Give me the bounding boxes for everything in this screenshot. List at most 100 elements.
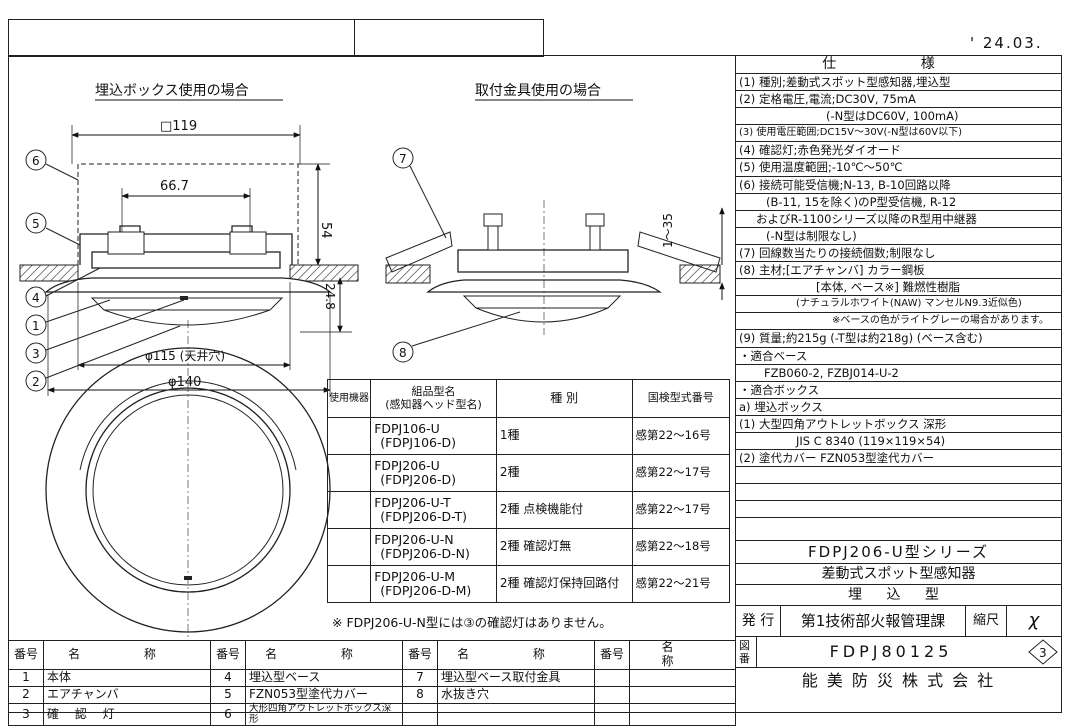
part-no: 5 xyxy=(210,685,246,704)
dim-screw-pitch: 66.7 xyxy=(160,179,189,194)
part-name: 確 認 灯 xyxy=(43,702,211,727)
spec-line: (-N型は制限なし) xyxy=(736,228,1061,245)
parts-h-no-2: 番号 xyxy=(210,640,246,670)
revision-date: ' 24.03. xyxy=(970,34,1043,52)
parts-h-name-1: 名 称 xyxy=(43,640,211,670)
callout-6: 6 xyxy=(25,149,79,181)
part-name: エアチャンバ xyxy=(43,685,211,704)
model-row: FDPJ206-U-N(FDPJ206-D-N)2種 確認灯無感第22〜18号 xyxy=(326,528,730,566)
parts-h-name-3: 名 称 xyxy=(437,640,595,670)
product-name: 差動式スポット型感知器 xyxy=(736,564,1061,585)
svg-text:5: 5 xyxy=(32,217,40,231)
head-name: (FDPJ106-D) xyxy=(380,435,456,450)
company-name: 能 美 防 災 株 式 会 社 xyxy=(801,671,996,690)
svg-text:2: 2 xyxy=(32,375,40,389)
model-name: FDPJ206-U-M xyxy=(374,568,456,584)
spec-line: およびR-1100シリーズ以降のR型用中継器 xyxy=(736,211,1061,228)
callout-4: 4 xyxy=(25,267,101,308)
product-type: 埋 込 型 xyxy=(736,585,1061,606)
dim-ceiling-hole: φ115 (天井穴) xyxy=(145,348,225,363)
spec-blank-line xyxy=(736,467,1061,485)
spec-line: ・適合ボックス xyxy=(736,382,1061,399)
spec-line: JIS C 8340 (119×119×54) xyxy=(736,433,1061,451)
col-header-approval: 国検型式番号 xyxy=(631,379,730,418)
spec-line: (7) 回線数当たりの接続個数;制限なし xyxy=(736,245,1061,263)
part-no-empty xyxy=(594,668,630,687)
device-cell xyxy=(326,528,372,566)
models-table: 使用機器 組品型名(感知器ヘッド型名) 種 別 国検型式番号 FDPJ106-U… xyxy=(326,379,730,603)
part-name: 埋込型ベース xyxy=(245,668,403,687)
head-name: (FDPJ206-D-M) xyxy=(380,583,472,598)
spec-line: (1) 種別;差動式スポット型感知器,埋込型 xyxy=(736,74,1061,92)
header-box-1 xyxy=(8,19,355,57)
issue-label: 発 行 xyxy=(736,606,781,636)
parts-h-no-1: 番号 xyxy=(8,640,44,670)
model-cell: FDPJ206-U-M(FDPJ206-D-M) xyxy=(370,565,497,603)
drawing-number: FDPJ80125 xyxy=(829,642,953,661)
svg-text:3: 3 xyxy=(32,347,40,361)
spec-line: (-N型はDC60V, 100mA) xyxy=(736,108,1061,126)
device-cell xyxy=(326,491,372,529)
approval-cell: 感第22〜18号 xyxy=(631,528,730,566)
dim-box-depth: 54 xyxy=(318,222,333,239)
type-cell: 2種 確認灯保持回路付 xyxy=(495,565,633,603)
type-cell: 2種 確認灯無 xyxy=(495,528,633,566)
model-name: FDPJ206-U-T xyxy=(374,494,451,510)
head-name: (FDPJ206-D) xyxy=(380,472,456,487)
spec-line: (ナチュラルホワイト(NAW) マンセルN9.3近似色) xyxy=(736,296,1061,314)
col-header-device: 使用機器 xyxy=(326,379,372,418)
part-name: 大形四角アウトレットボックス深形 xyxy=(245,702,403,727)
model-note: ※ FDPJ206-U-N型には③の確認灯はありません。 xyxy=(332,615,612,630)
part-no: 1 xyxy=(8,668,44,687)
type-cell: 1種 xyxy=(495,417,633,455)
device-cell xyxy=(326,417,372,455)
part-name-empty xyxy=(629,702,736,727)
spec-panel: 仕 様 (1) 種別;差動式スポット型感知器,埋込型(2) 定格電圧,電流;DC… xyxy=(735,55,1061,620)
spec-title: 仕 様 xyxy=(736,55,1061,74)
model-name: FDPJ206-U xyxy=(374,457,440,473)
model-row: FDPJ206-U(FDPJ206-D)2種感第22〜17号 xyxy=(326,454,730,492)
part-name-empty xyxy=(629,685,736,704)
spec-line: [本体, ベース※] 難燃性樹脂 xyxy=(736,279,1061,297)
model-cell: FDPJ206-U-T(FDPJ206-D-T) xyxy=(370,491,497,529)
dim-box-width: □119 xyxy=(160,119,197,134)
left-view-title: 埋込ボックス使用の場合 xyxy=(95,82,249,99)
callout-7: 7 xyxy=(392,147,447,239)
head-name: (FDPJ206-D-T) xyxy=(380,509,467,524)
approval-cell: 感第22〜21号 xyxy=(631,565,730,603)
spec-blank-line xyxy=(736,501,1061,519)
device-cell xyxy=(326,565,372,603)
spec-line: FZB060-2, FZBJ014-U-2 xyxy=(736,365,1061,382)
spec-line: (2) 塗代カバー FZN053型塗代カバー xyxy=(736,450,1061,468)
part-name-empty xyxy=(629,668,736,687)
model-cell: FDPJ206-U(FDPJ206-D) xyxy=(370,454,497,492)
callout-8: 8 xyxy=(392,311,521,363)
svg-text:4: 4 xyxy=(32,291,40,305)
callout-2: 2 xyxy=(25,325,181,392)
model-cell: FDPJ206-U-N(FDPJ206-D-N) xyxy=(370,528,497,566)
part-no: 7 xyxy=(402,668,438,687)
part-no: 8 xyxy=(402,685,438,704)
parts-h-name-2: 名 称 xyxy=(245,640,403,670)
part-name: FZN053型塗代カバー xyxy=(245,685,403,704)
approval-cell: 感第22〜16号 xyxy=(631,417,730,455)
header-box-2 xyxy=(354,19,544,57)
spec-line: (9) 質量;約215g (-T型は約218g) (ベース含む) xyxy=(736,330,1061,348)
device-cell xyxy=(326,454,372,492)
spec-blank-line xyxy=(736,484,1061,502)
issue-row: 発 行 第1技術部火報管理課 縮尺 χ xyxy=(736,606,1061,637)
technical-drawing: 埋込ボックス使用の場合 取付金具使用の場合 □119 66.7 54 24.8 … xyxy=(19,82,725,640)
part-no: 3 xyxy=(8,702,44,727)
approval-cell: 感第22〜17号 xyxy=(631,454,730,492)
issuing-dept: 第1技術部火報管理課 xyxy=(781,606,966,636)
svg-text:1: 1 xyxy=(32,319,40,333)
spec-line: ・適合ベース xyxy=(736,348,1061,365)
spec-line: (5) 使用温度範囲;-10℃〜50℃ xyxy=(736,159,1061,177)
approval-cell: 感第22〜17号 xyxy=(631,491,730,529)
model-cell: FDPJ106-U(FDPJ106-D) xyxy=(370,417,497,455)
spec-line: (4) 確認灯;赤色発光ダイオード xyxy=(736,142,1061,160)
svg-text:6: 6 xyxy=(32,154,40,168)
col-header-type: 種 別 xyxy=(495,379,633,418)
part-no-empty xyxy=(402,702,438,727)
